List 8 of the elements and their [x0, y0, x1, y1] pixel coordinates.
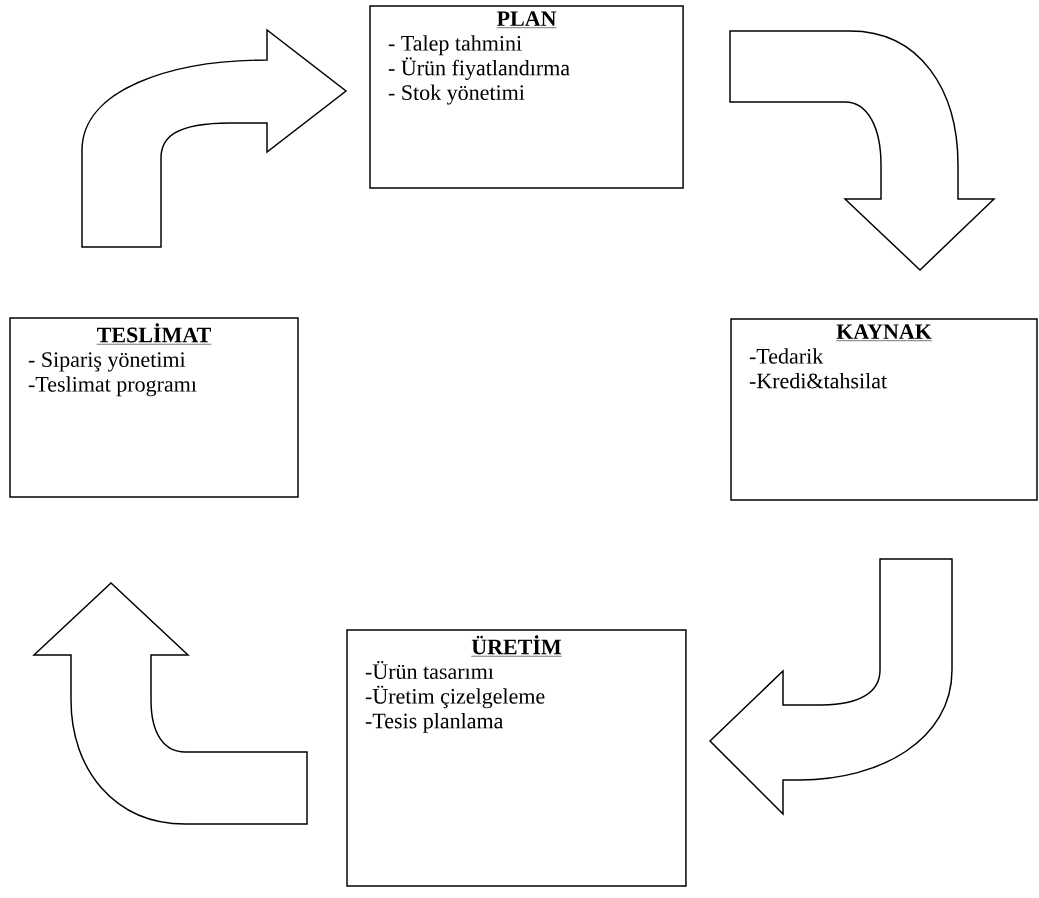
- process-box: KAYNAK -Tedarik -Kredi&tahsilat: [730, 318, 1038, 501]
- block-arrow: [729, 30, 995, 271]
- process-box: TESLİMAT - Sipariş yönetimi -Teslimat programı: [9, 317, 299, 498]
- process-box: ÜRETİM -Ürün tasarımı -Üretim çizelgeleme -Tesis planlama: [346, 629, 687, 887]
- block-arrow: [709, 558, 953, 815]
- block-arrow: [81, 29, 347, 248]
- process-box: PLAN - Talep tahmini - Ürün fiyatlandırma - Stok yönetimi: [369, 5, 684, 189]
- block-arrow: [33, 582, 308, 825]
